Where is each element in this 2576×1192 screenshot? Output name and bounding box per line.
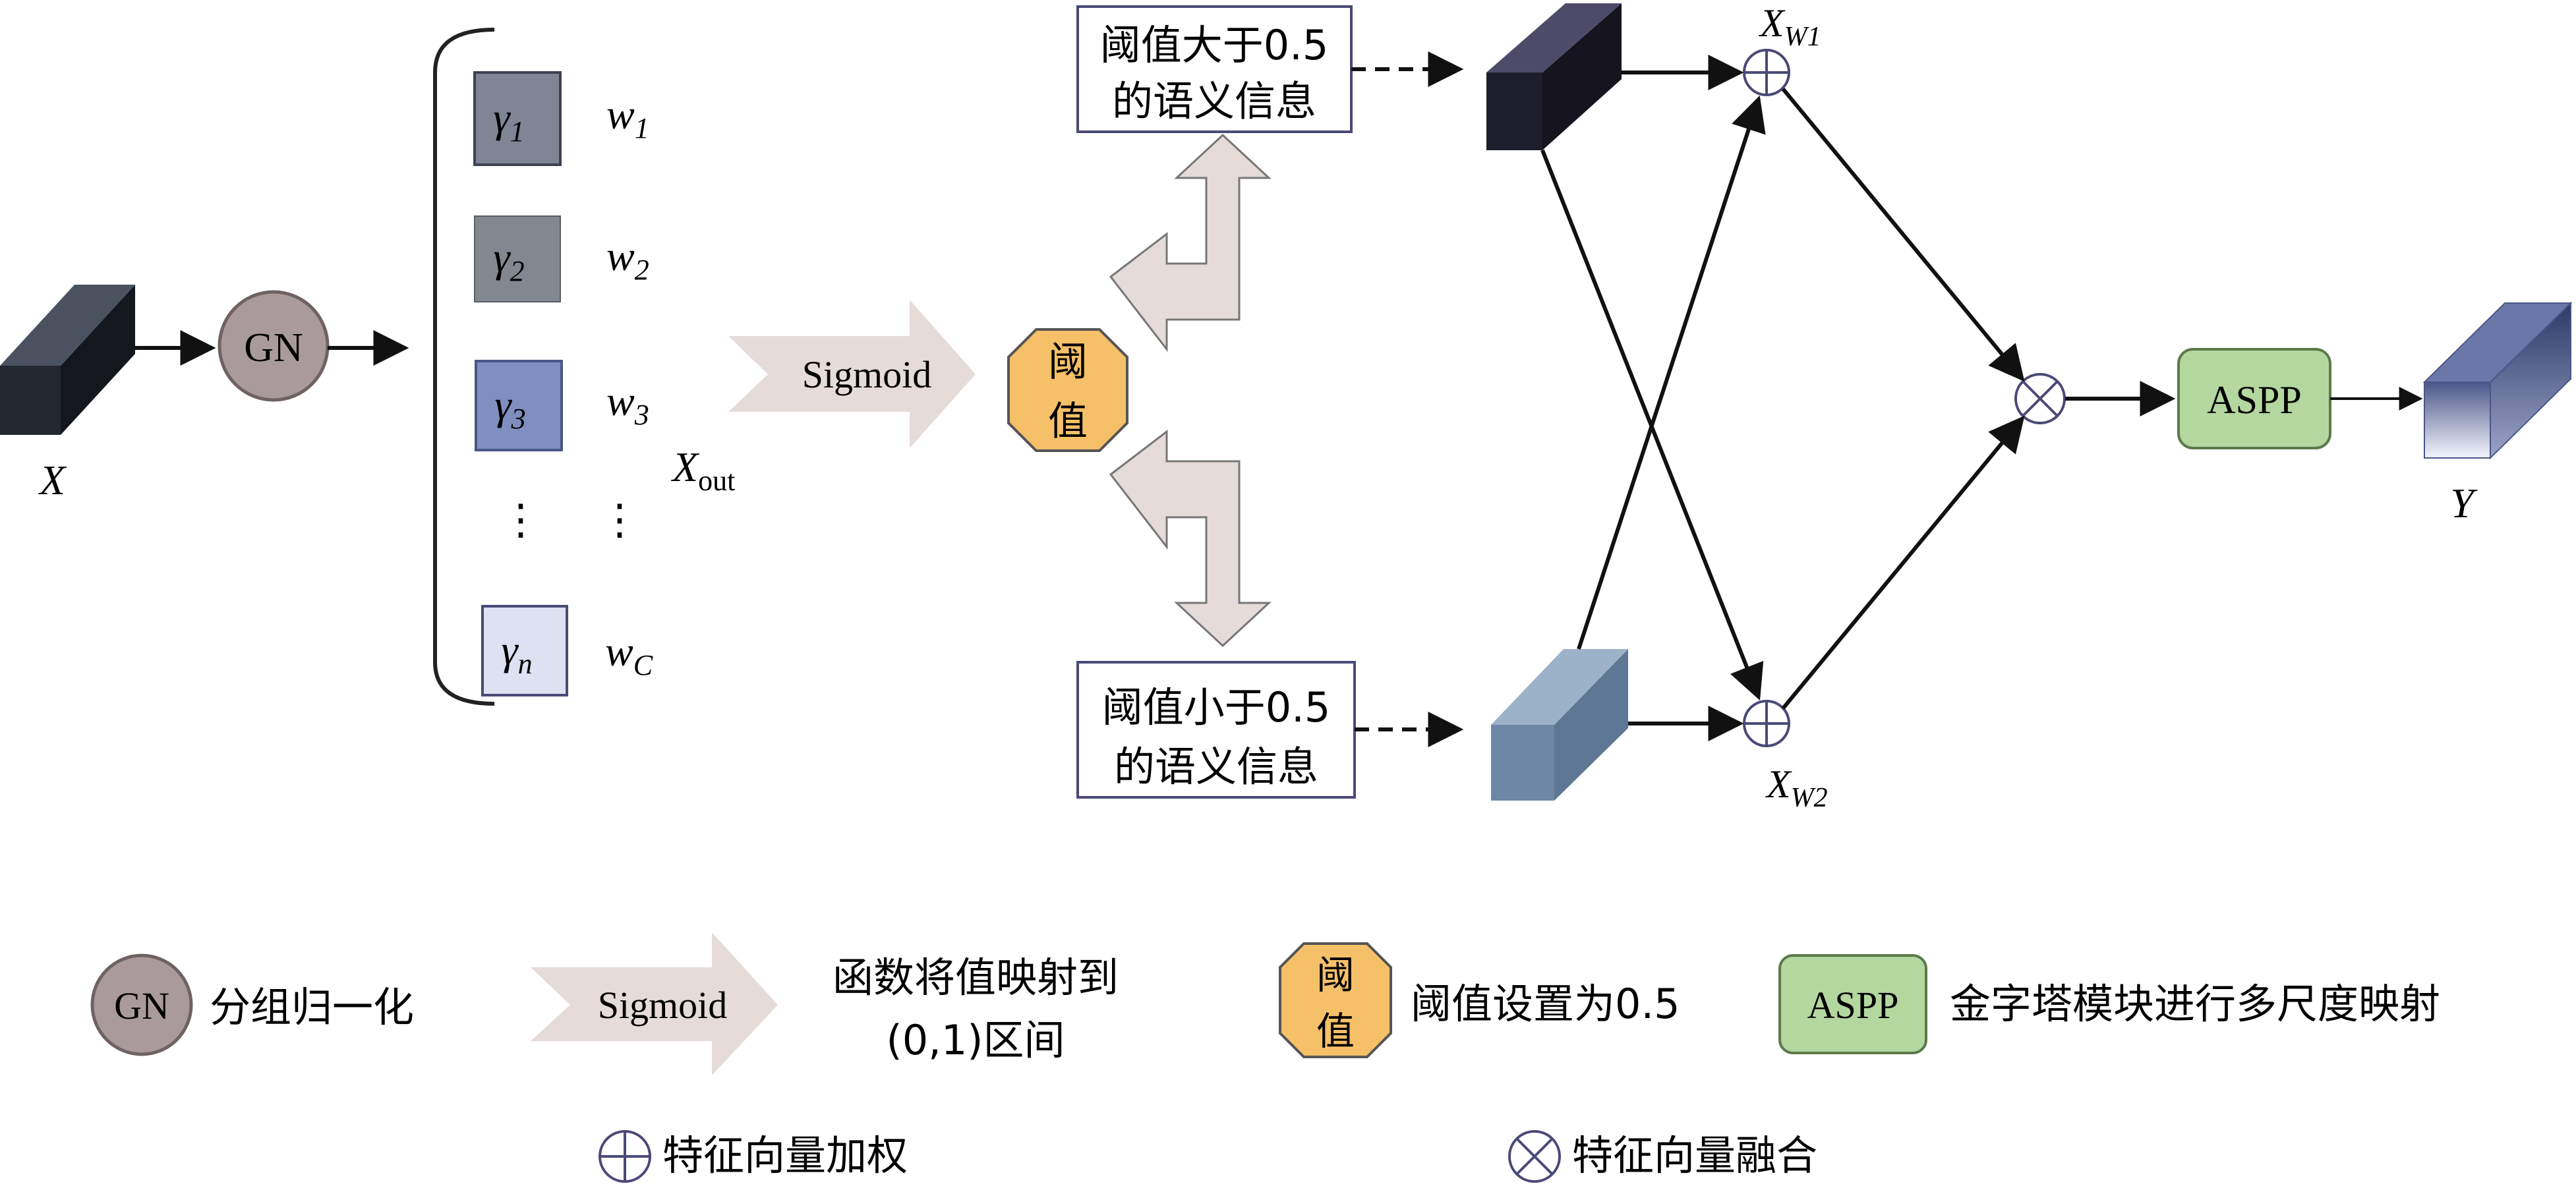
upper-feature-cube bbox=[1486, 3, 1622, 150]
input-label: X bbox=[38, 457, 67, 503]
upper-semantic-box: 阈值大于0.5 的语义信息 bbox=[1076, 5, 1353, 133]
aspp-node: ASPP bbox=[2177, 348, 2331, 449]
svg-text:γ3: γ3 bbox=[494, 382, 525, 435]
svg-text:的语义信息: 的语义信息 bbox=[1112, 77, 1316, 125]
input-feature-cube bbox=[0, 285, 135, 435]
legend-sigmoid-text-2: (0,1)区间 bbox=[887, 1016, 1065, 1064]
svg-text:值: 值 bbox=[1316, 1009, 1355, 1054]
svg-text:Sigmoid: Sigmoid bbox=[598, 984, 728, 1027]
sigmoid-label: Sigmoid bbox=[802, 353, 932, 396]
arrow-lower-cube-to-upper-oplus bbox=[1577, 95, 1766, 650]
upper-split-arrow bbox=[1109, 133, 1272, 353]
gamma-3-box: γ3 bbox=[475, 360, 563, 451]
svg-text:阈: 阈 bbox=[1316, 953, 1355, 998]
svg-text:γ2: γ2 bbox=[493, 234, 524, 287]
weight-3: w3 bbox=[606, 378, 649, 431]
weight-2: w2 bbox=[606, 233, 649, 286]
svg-text:ASPP: ASPP bbox=[1807, 984, 1899, 1027]
legend-otimes-text: 特征向量融合 bbox=[1572, 1131, 1817, 1179]
legend-sigmoid: Sigmoid 函数将值映射到 (0,1)区间 bbox=[531, 932, 1119, 1075]
legend-aspp: ASPP 金字塔模块进行多尺度映射 bbox=[1778, 954, 2440, 1054]
weight-1: w1 bbox=[606, 91, 649, 144]
lower-split-arrow bbox=[1109, 429, 1272, 648]
legend-threshold: 阈 值 阈值设置为0.5 bbox=[1279, 942, 1680, 1058]
gamma-1-box: γ1 bbox=[473, 71, 562, 166]
arrow-oplus-upper-to-otimes bbox=[1781, 88, 2025, 382]
xout-label: Xout bbox=[670, 443, 735, 497]
legend-oplus: 特征向量加权 bbox=[599, 1130, 908, 1183]
gamma-ellipsis: ⋮ bbox=[500, 496, 542, 543]
otimes-node bbox=[2014, 373, 2066, 424]
lower-semantic-box: 阈值小于0.5 的语义信息 bbox=[1076, 661, 1356, 799]
xw1-label: XW1 bbox=[1759, 1, 1821, 52]
svg-text:阈: 阈 bbox=[1048, 339, 1088, 385]
output-label: Y bbox=[2450, 480, 2478, 526]
gamma-n-box: γn bbox=[481, 605, 568, 696]
threshold-node: 阈 值 bbox=[1007, 328, 1128, 452]
svg-text:阈值大于0.5: 阈值大于0.5 bbox=[1100, 21, 1329, 69]
oplus-lower-node bbox=[1743, 700, 1790, 747]
legend-aspp-text: 金字塔模块进行多尺度映射 bbox=[1950, 980, 2440, 1028]
aspp-label: ASPP bbox=[2207, 378, 2301, 422]
legend-otimes: 特征向量融合 bbox=[1508, 1130, 1817, 1183]
legend: GN 分组归一化 Sigmoid 函数将值映射到 (0,1)区间 阈 值 阈值设… bbox=[90, 932, 2440, 1183]
oplus-upper-node bbox=[1743, 49, 1790, 96]
legend-sigmoid-text-1: 函数将值映射到 bbox=[833, 953, 1119, 1002]
arrow-oplus-lower-to-otimes bbox=[1781, 415, 2025, 710]
output-feature-cube bbox=[2422, 301, 2573, 460]
sigmoid-arrow: Sigmoid bbox=[728, 300, 976, 448]
legend-threshold-text: 阈值设置为0.5 bbox=[1411, 980, 1680, 1028]
svg-text:值: 值 bbox=[1048, 399, 1088, 445]
svg-text:阈值小于0.5: 阈值小于0.5 bbox=[1102, 683, 1331, 731]
gamma-2-box: γ2 bbox=[474, 215, 561, 302]
weights-bracket bbox=[433, 28, 495, 706]
gn-node: GN bbox=[218, 290, 330, 402]
legend-gn-text: 分组归一化 bbox=[210, 983, 414, 1031]
lower-feature-cube bbox=[1491, 649, 1628, 801]
svg-text:GN: GN bbox=[114, 984, 169, 1027]
weight-c: wC bbox=[605, 628, 653, 681]
weight-ellipsis: ⋮ bbox=[599, 496, 641, 543]
xw2-label: XW2 bbox=[1765, 762, 1828, 813]
legend-oplus-text: 特征向量加权 bbox=[662, 1131, 908, 1179]
gn-label: GN bbox=[244, 326, 303, 370]
svg-text:的语义信息: 的语义信息 bbox=[1114, 743, 1318, 791]
legend-gn: GN 分组归一化 bbox=[90, 953, 414, 1056]
svg-text:γ1: γ1 bbox=[493, 94, 524, 148]
svg-text:γn: γn bbox=[501, 627, 532, 680]
